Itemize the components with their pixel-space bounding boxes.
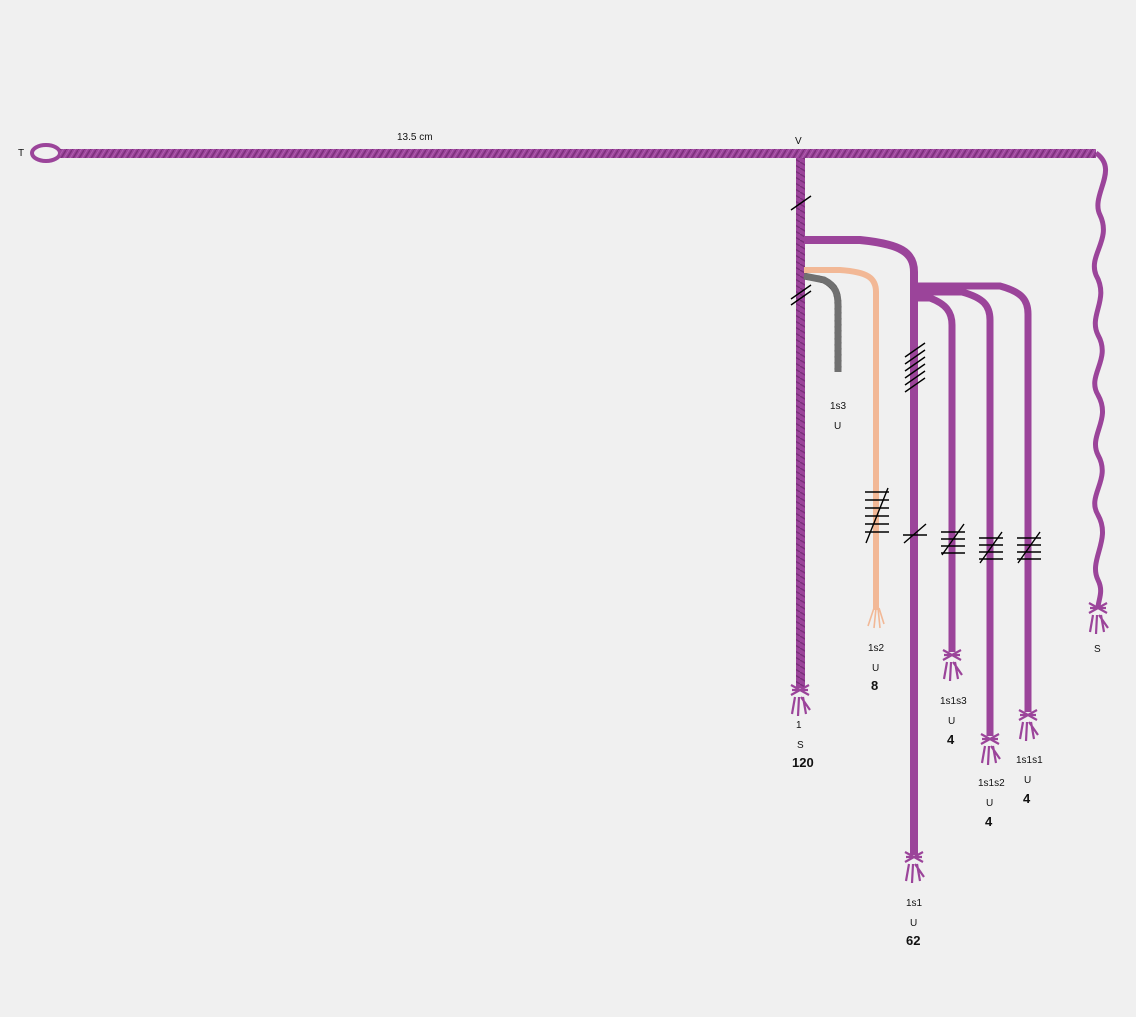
knot-long-4 (941, 523, 965, 556)
cord-value-label: 120 (792, 755, 814, 770)
cord-value-label: 8 (871, 678, 878, 693)
primary-cord-end-knot-icon (1088, 602, 1109, 635)
cord-body (918, 282, 1032, 712)
pendant-cord-1: 1 S 120 (790, 158, 814, 770)
subsidiary-cord-1s1: 1s1 U 62 (804, 236, 927, 948)
cord-end-fray-icon (867, 607, 885, 629)
primary-cord-tail (1091, 150, 1109, 609)
cord-attachment-label: U (948, 716, 955, 727)
knot-long-4 (979, 531, 1003, 564)
cord-body (918, 294, 956, 652)
primary-cord-body (60, 149, 1096, 158)
primary-attach-label: V (795, 136, 802, 147)
cord-end-knot-icon (980, 733, 1001, 766)
knot-long-6 (865, 487, 889, 544)
cord-attachment-label: S (797, 740, 804, 751)
cord-value-label: 4 (1023, 791, 1031, 806)
subsidiary-cord-1s3: 1s3 U (803, 272, 847, 432)
cord-end-knot-icon (790, 684, 811, 717)
cord-value-label: 4 (947, 732, 955, 747)
primary-length-label: 13.5 cm (397, 132, 433, 143)
cord-id-label: 1s3 (830, 401, 847, 412)
knot-double (790, 284, 812, 306)
subsidiary-cord-1s1s2: 1s1s2 U 4 (918, 288, 1005, 829)
knot-long-4 (1017, 531, 1041, 564)
subsidiary-cord-1s2: 1s2 U 8 (804, 267, 889, 693)
knot-single-1 (790, 195, 812, 211)
cord-attachment-label: U (986, 798, 993, 809)
primary-end-label: S (1094, 644, 1101, 655)
cord-end-knot-icon (1018, 709, 1039, 742)
subsidiary-cord-1s1s1: 1s1s1 U 4 (918, 282, 1043, 806)
cord-attachment-label: U (834, 421, 841, 432)
cord-body (918, 288, 994, 736)
cord-attachment-label: U (910, 918, 917, 929)
cord-id-label: 1s1s2 (978, 778, 1005, 789)
cord-attachment-label: U (872, 663, 879, 674)
cord-id-label: 1s1 (906, 898, 923, 909)
cord-id-label: 1s1s3 (940, 696, 967, 707)
cord-id-label: 1 (796, 720, 802, 731)
primary-start-label: T (18, 148, 24, 159)
cord-id-label: 1s2 (868, 643, 885, 654)
cord-end-knot-icon (904, 851, 925, 884)
subsidiary-cord-1s1s3: 1s1s3 U 4 (918, 294, 967, 747)
primary-cord-loop-icon (30, 143, 62, 163)
cord-body (804, 236, 918, 855)
cord-value-label: 62 (906, 933, 920, 948)
cord-body (796, 158, 805, 688)
knot-long-1 (903, 523, 927, 544)
cord-value-label: 4 (985, 814, 993, 829)
cord-attachment-label: U (1024, 775, 1031, 786)
primary-cord: T 13.5 cm V S (18, 132, 1109, 655)
cord-end-knot-icon (942, 649, 963, 682)
knot-long-6 (904, 342, 926, 393)
cord-body (804, 267, 879, 610)
cord-id-label: 1s1s1 (1016, 755, 1043, 766)
